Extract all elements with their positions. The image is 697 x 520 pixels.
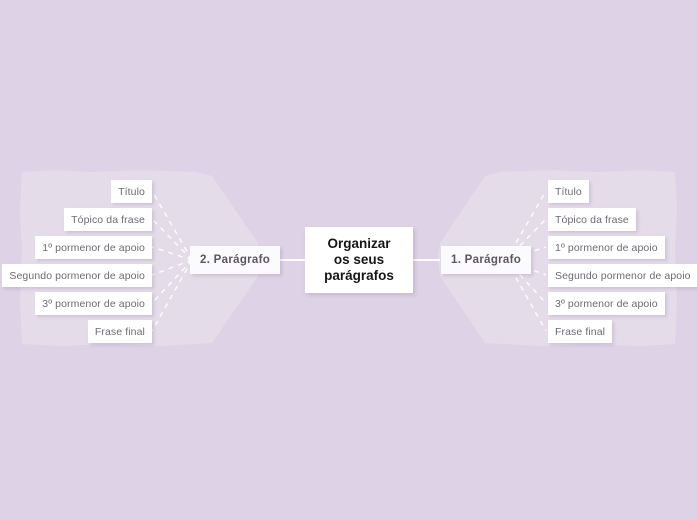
leaf-label: Segundo pormenor de apoio [555, 269, 691, 282]
branch-node-left[interactable]: 2. Parágrafo [190, 246, 281, 274]
leaf-left-segundo-pormenor-de-apoio[interactable]: Segundo pormenor de apoio [2, 264, 152, 287]
leaf-left-1o-pormenor-de-apoio[interactable]: 1º pormenor de apoio [35, 236, 152, 259]
leaf-label: 3º pormenor de apoio [555, 297, 658, 310]
leaf-right-topico-da-frase[interactable]: Tópico da frase [548, 208, 636, 231]
root-line-2: os seus [333, 252, 385, 267]
leaf-label: 1º pormenor de apoio [42, 241, 145, 254]
leaf-label: Frase final [94, 325, 145, 338]
leaf-label: 1º pormenor de apoio [555, 241, 658, 254]
leaf-label: Título [118, 185, 145, 198]
leaf-right-segundo-pormenor-de-apoio[interactable]: Segundo pormenor de apoio [548, 264, 697, 287]
leaf-label: Tópico da frase [71, 213, 145, 226]
leaf-label: 3º pormenor de apoio [42, 297, 145, 310]
leaf-right-3o-pormenor-de-apoio[interactable]: 3º pormenor de apoio [548, 292, 665, 315]
branch-label-left: 2. Parágrafo [200, 254, 271, 266]
leaf-label: Título [555, 185, 582, 198]
branch-label-right: 1. Parágrafo [451, 254, 522, 266]
leaf-label: Frase final [555, 325, 606, 338]
leaf-left-frase-final[interactable]: Frase final [87, 320, 152, 343]
leaf-left-topico-da-frase[interactable]: Tópico da frase [64, 208, 152, 231]
root-line-1: Organizar [327, 236, 391, 251]
leaf-label: Tópico da frase [555, 213, 629, 226]
root-line-3: parágrafos [324, 268, 394, 283]
leaf-label: Segundo pormenor de apoio [9, 269, 145, 282]
leaf-right-titulo[interactable]: Título [548, 180, 589, 203]
branch-node-right[interactable]: 1. Parágrafo [441, 246, 532, 274]
root-node[interactable]: Organizar os seus parágrafos [305, 227, 413, 293]
leaf-left-titulo[interactable]: Título [111, 180, 152, 203]
leaf-right-1o-pormenor-de-apoio[interactable]: 1º pormenor de apoio [548, 236, 665, 259]
leaf-left-3o-pormenor-de-apoio[interactable]: 3º pormenor de apoio [35, 292, 152, 315]
leaf-right-frase-final[interactable]: Frase final [548, 320, 613, 343]
